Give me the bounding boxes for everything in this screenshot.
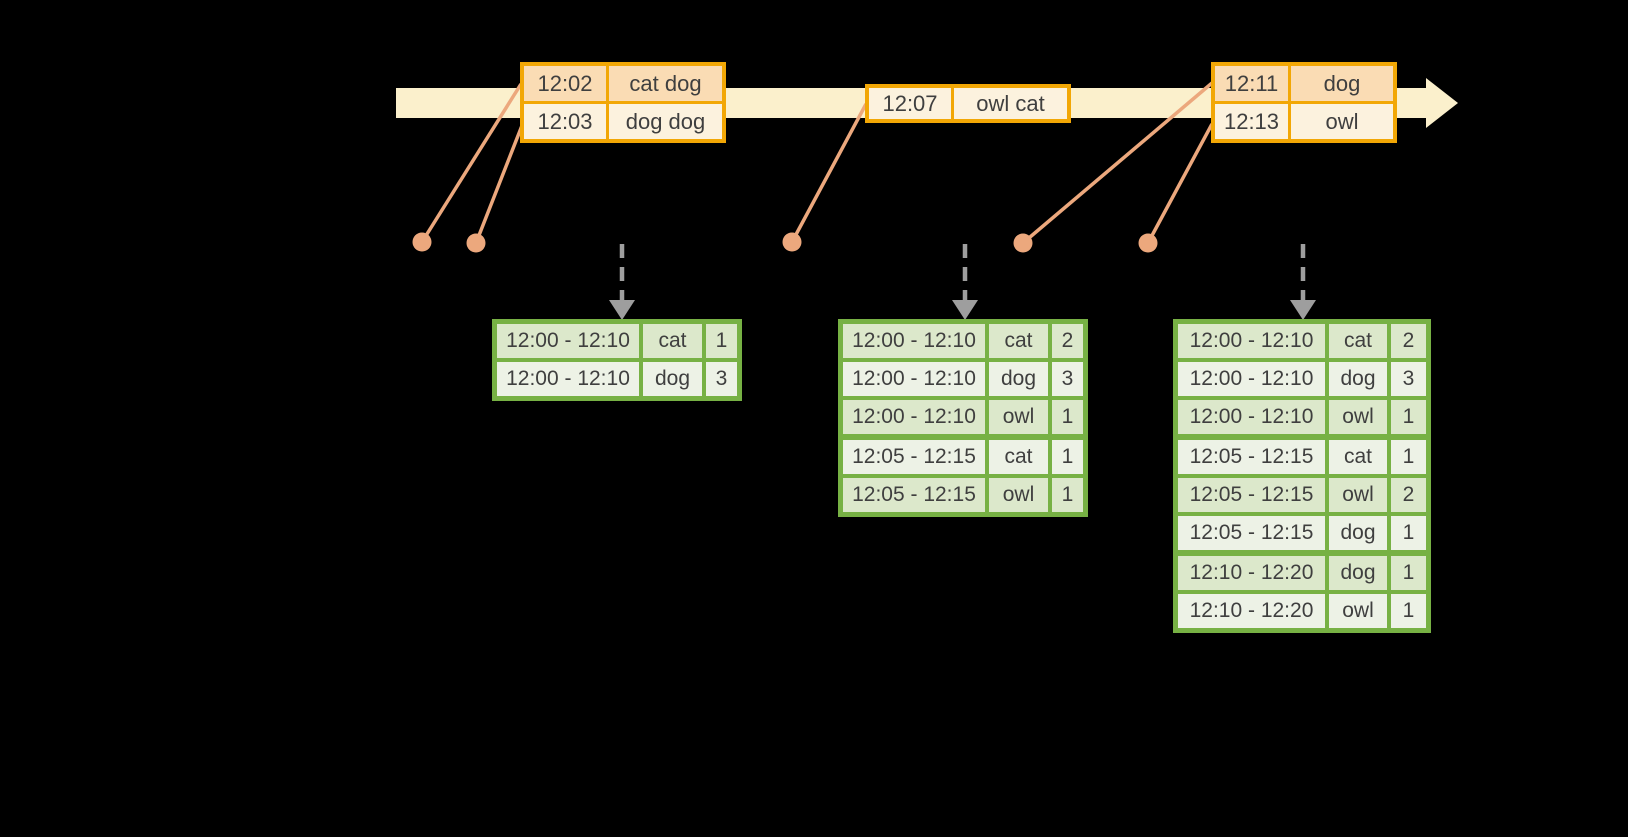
count-cell: 3 <box>1391 362 1426 396</box>
event-time-cell: 12:02 <box>524 66 606 101</box>
table-row: 12:05 - 12:15 dog 1 <box>1178 516 1426 550</box>
table-row: 12:05 - 12:15 owl 2 <box>1178 478 1426 512</box>
word-cell: cat <box>643 324 702 358</box>
table-row: 12:00 - 12:10 dog 3 <box>497 362 737 396</box>
word-cell: owl <box>1329 478 1387 512</box>
table-row: 12:00 - 12:10 owl 1 <box>843 400 1083 434</box>
event-table: 12:02 cat dog 12:03 dog dog <box>520 62 726 143</box>
word-cell: dog <box>1329 362 1387 396</box>
table-row: 12:00 - 12:10 cat 2 <box>843 324 1083 358</box>
window-cell: 12:05 - 12:15 <box>1178 516 1325 550</box>
table-row: 12:00 - 12:10 owl 1 <box>1178 400 1426 434</box>
count-cell: 1 <box>1052 400 1083 434</box>
word-cell: cat <box>1329 440 1387 474</box>
event-dot-icon <box>1138 233 1158 253</box>
event-table: 12:07 owl cat <box>865 84 1071 123</box>
event-words-cell: owl cat <box>954 88 1067 119</box>
count-cell: 2 <box>1391 478 1426 512</box>
window-cell: 12:10 - 12:20 <box>1178 594 1325 628</box>
event-time-cell: 12:11 <box>1215 66 1288 101</box>
event-connector-line <box>1021 81 1214 245</box>
count-cell: 2 <box>1052 324 1083 358</box>
count-cell: 1 <box>1391 400 1426 434</box>
trigger-arrow-icon <box>609 244 635 320</box>
window-cell: 12:10 - 12:20 <box>1178 556 1325 590</box>
event-dot-icon <box>412 232 432 252</box>
count-cell: 1 <box>706 324 737 358</box>
event-connector-line <box>474 122 525 244</box>
event-words-cell: owl <box>1291 104 1393 139</box>
table-row: 12:05 - 12:15 cat 1 <box>1178 440 1426 474</box>
word-cell: owl <box>1329 400 1387 434</box>
event-table: 12:11 dog 12:13 owl <box>1211 62 1397 143</box>
word-cell: dog <box>1329 516 1387 550</box>
table-row: 12:00 - 12:10 dog 3 <box>1178 362 1426 396</box>
count-cell: 2 <box>1391 324 1426 358</box>
table-row: 12:05 - 12:15 owl 1 <box>843 478 1083 512</box>
timeline-arrowhead-icon <box>1426 78 1458 128</box>
table-row: 12:00 - 12:10 cat 2 <box>1178 324 1426 358</box>
table-row: 12:10 - 12:20 owl 1 <box>1178 594 1426 628</box>
table-row: 12:00 - 12:10 cat 1 <box>497 324 737 358</box>
window-cell: 12:00 - 12:10 <box>843 324 985 358</box>
count-cell: 1 <box>1052 478 1083 512</box>
event-time-cell: 12:07 <box>869 88 951 119</box>
event-words-cell: cat dog <box>609 66 722 101</box>
event-time-cell: 12:13 <box>1215 104 1288 139</box>
count-cell: 1 <box>1391 556 1426 590</box>
word-cell: dog <box>989 362 1048 396</box>
result-table: 12:00 - 12:10 cat 2 12:00 - 12:10 dog 3 … <box>838 319 1088 517</box>
result-table: 12:00 - 12:10 cat 1 12:00 - 12:10 dog 3 <box>492 319 742 401</box>
count-cell: 3 <box>1052 362 1083 396</box>
window-cell: 12:00 - 12:10 <box>1178 362 1325 396</box>
table-row: 12:05 - 12:15 cat 1 <box>843 440 1083 474</box>
count-cell: 3 <box>706 362 737 396</box>
event-dot-icon <box>782 232 802 252</box>
word-cell: dog <box>643 362 702 396</box>
word-cell: owl <box>1329 594 1387 628</box>
event-words-cell: dog <box>1291 66 1393 101</box>
event-words-cell: dog dog <box>609 104 722 139</box>
result-table: 12:00 - 12:10 cat 2 12:00 - 12:10 dog 3 … <box>1173 319 1431 633</box>
event-connector-line <box>420 83 523 243</box>
event-connector-line <box>790 103 868 243</box>
count-cell: 1 <box>1391 440 1426 474</box>
window-cell: 12:00 - 12:10 <box>497 362 639 396</box>
event-dot-icon <box>1013 233 1033 253</box>
trigger-arrow-icon <box>952 244 978 320</box>
window-cell: 12:00 - 12:10 <box>1178 324 1325 358</box>
window-cell: 12:05 - 12:15 <box>843 478 985 512</box>
trigger-arrow-icon <box>1290 244 1316 320</box>
event-time-cell: 12:03 <box>524 104 606 139</box>
window-cell: 12:05 - 12:15 <box>1178 478 1325 512</box>
window-cell: 12:00 - 12:10 <box>497 324 639 358</box>
count-cell: 1 <box>1391 594 1426 628</box>
table-row: 12:10 - 12:20 dog 1 <box>1178 556 1426 590</box>
word-cell: dog <box>1329 556 1387 590</box>
count-cell: 1 <box>1052 440 1083 474</box>
window-cell: 12:05 - 12:15 <box>843 440 985 474</box>
window-cell: 12:00 - 12:10 <box>843 362 985 396</box>
word-cell: cat <box>1329 324 1387 358</box>
window-cell: 12:00 - 12:10 <box>1178 400 1325 434</box>
word-cell: owl <box>989 400 1048 434</box>
table-row: 12:00 - 12:10 dog 3 <box>843 362 1083 396</box>
window-cell: 12:05 - 12:15 <box>1178 440 1325 474</box>
event-connector-line <box>1146 123 1214 244</box>
word-cell: cat <box>989 440 1048 474</box>
count-cell: 1 <box>1391 516 1426 550</box>
event-dot-icon <box>466 233 486 253</box>
word-cell: cat <box>989 324 1048 358</box>
window-cell: 12:00 - 12:10 <box>843 400 985 434</box>
word-cell: owl <box>989 478 1048 512</box>
